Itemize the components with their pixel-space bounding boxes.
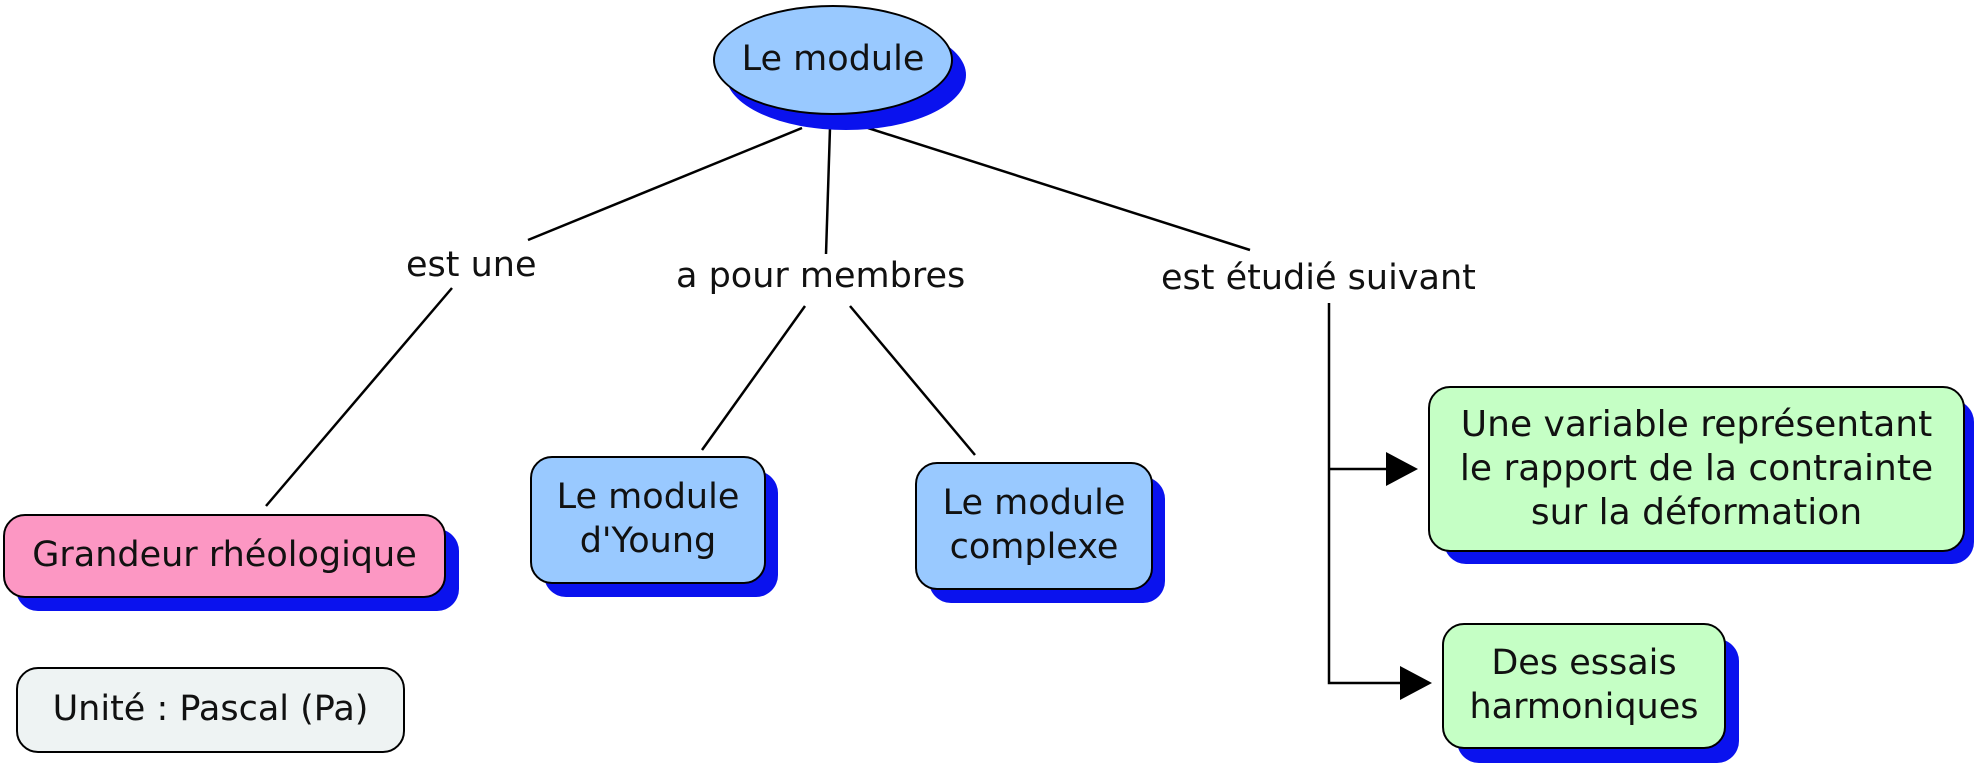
line-membres-complexe — [849, 305, 976, 456]
line-root-est-etudie — [867, 126, 1251, 252]
line-est-etudie-branch — [1327, 303, 1400, 685]
line-membres-young — [700, 305, 807, 451]
concept-node-young[interactable]: Le module d'Young — [530, 456, 766, 584]
concept-node-grandeur[interactable]: Grandeur rhéologique — [3, 514, 446, 598]
link-label-est-une: est une — [406, 245, 537, 285]
concept-node-variable[interactable]: Une variable représentant le rapport de … — [1428, 386, 1965, 552]
concept-node-complexe[interactable]: Le module complexe — [915, 462, 1153, 590]
link-label-a-pour-membres: a pour membres — [676, 256, 966, 296]
line-est-une-grandeur — [265, 287, 453, 507]
line-root-a-pour-membres — [824, 127, 832, 255]
arrowhead-variable — [1386, 452, 1418, 486]
concept-node-complexe-label: Le module complexe — [942, 483, 1126, 567]
note-unite: Unité : Pascal (Pa) — [16, 667, 405, 753]
concept-node-essais-label: Des essais harmoniques — [1469, 643, 1699, 727]
concept-node-variable-label: Une variable représentant le rapport de … — [1459, 404, 1934, 533]
root-node-label: Le module — [741, 39, 925, 80]
root-node[interactable]: Le module — [713, 5, 953, 115]
arrowhead-essais — [1400, 666, 1432, 700]
concept-node-young-label: Le module d'Young — [556, 477, 740, 561]
concept-node-essais[interactable]: Des essais harmoniques — [1442, 623, 1726, 749]
link-label-est-etudie-suivant: est étudié suivant — [1161, 258, 1476, 298]
note-unite-label: Unité : Pascal (Pa) — [52, 689, 369, 730]
concept-node-grandeur-label: Grandeur rhéologique — [32, 535, 417, 576]
line-root-est-une — [527, 126, 803, 242]
